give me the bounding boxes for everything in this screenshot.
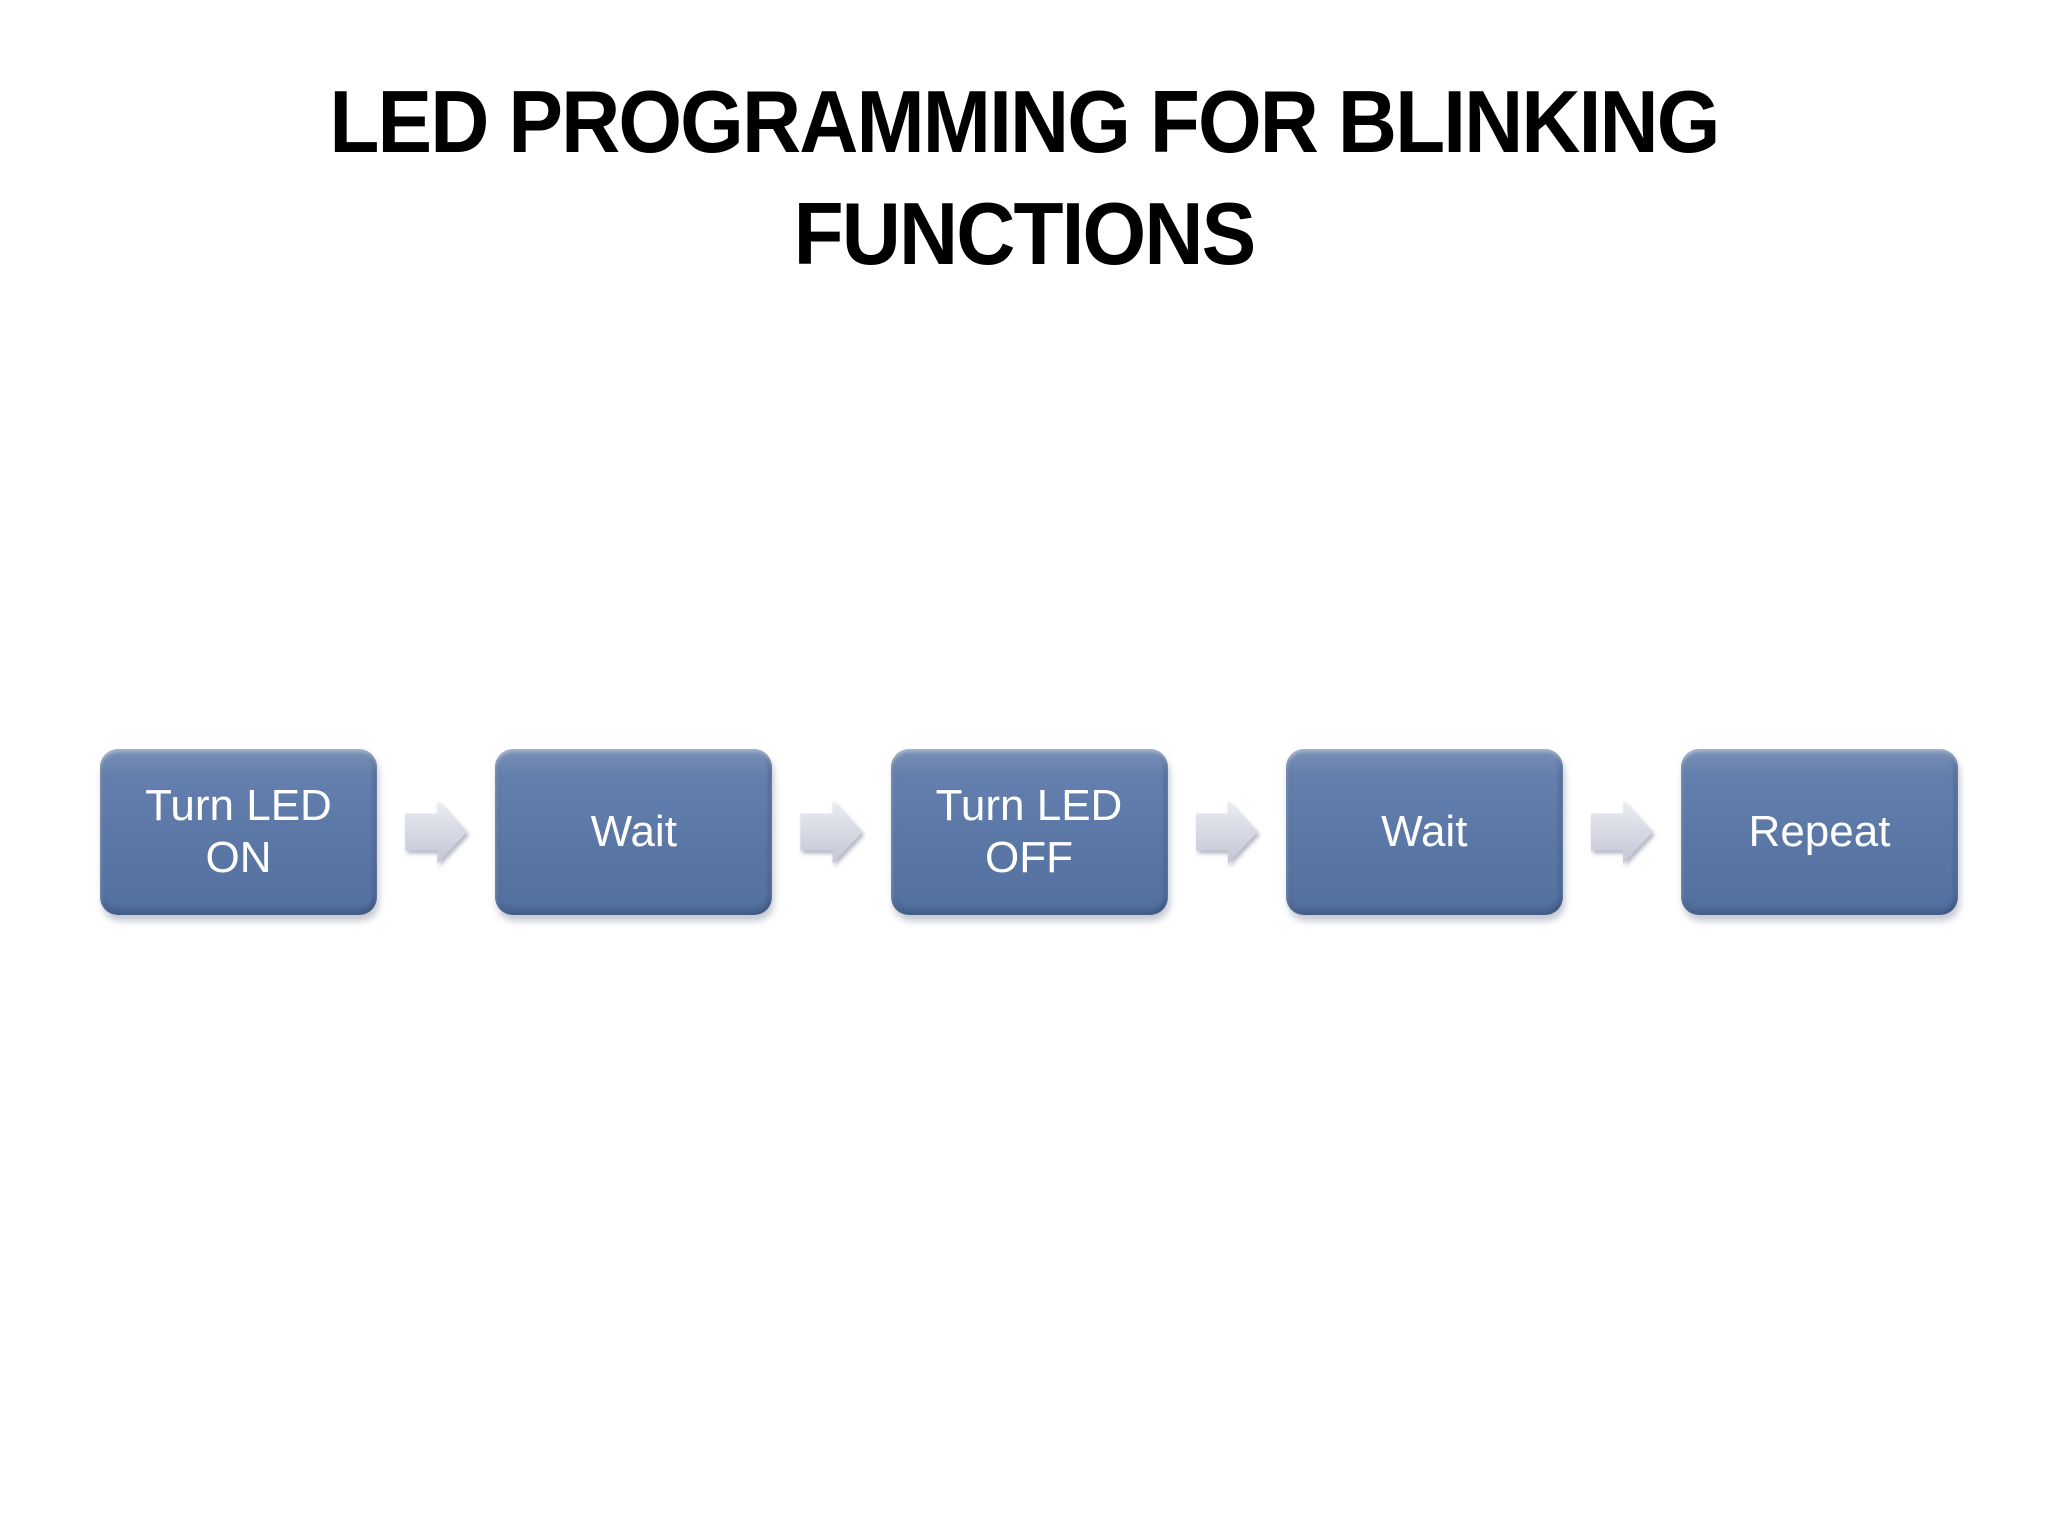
step-box-turn-led-on: Turn LED ON	[100, 749, 377, 915]
step-label: Repeat	[1748, 807, 1891, 857]
step-label: Turn LED OFF	[935, 781, 1123, 882]
connector-3	[1168, 799, 1286, 865]
right-arrow-icon	[1195, 800, 1258, 864]
step-box-wait-2: Wait	[1285, 749, 1563, 915]
page-title-line-2: FUNCTIONS	[793, 184, 1257, 283]
step-box-wait-1: Wait	[495, 749, 773, 915]
right-arrow-icon	[405, 800, 468, 864]
process-flow: Turn LED ON Wait Turn LED OFF Wait Repea…	[100, 748, 1958, 916]
step-label: Wait	[590, 807, 677, 857]
connector-1	[377, 799, 495, 865]
page-title: LED PROGRAMMING FOR BLINKING FUNCTIONS	[0, 66, 2048, 290]
connector-4	[1563, 799, 1681, 865]
connector-2	[772, 799, 890, 865]
step-label: Turn LED ON	[145, 781, 332, 882]
step-label: Wait	[1381, 807, 1468, 857]
right-arrow-icon	[1590, 800, 1653, 864]
page-title-line-1: LED PROGRAMMING FOR BLINKING	[329, 72, 1720, 171]
step-box-repeat: Repeat	[1681, 749, 1958, 915]
right-arrow-icon	[800, 800, 863, 864]
step-box-turn-led-off: Turn LED OFF	[890, 749, 1168, 915]
